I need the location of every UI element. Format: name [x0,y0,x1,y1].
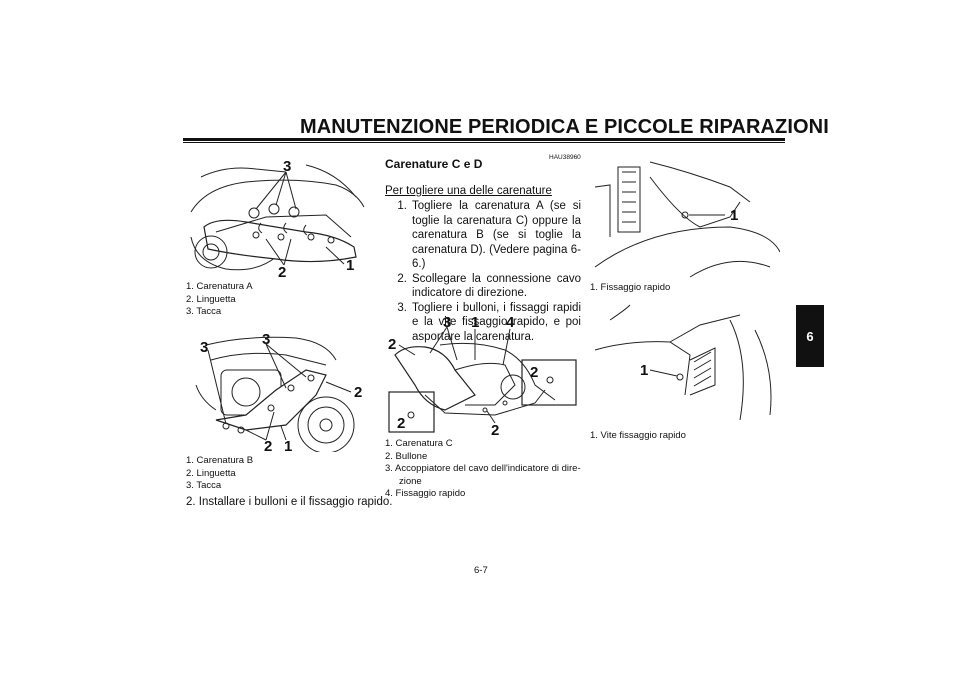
figure-fairing-c: 3 1 4 2 2 2 2 [385,315,580,435]
callout-2: 2 [388,336,396,353]
section-code: HAU38960 [549,154,581,161]
figure-quick-fastener: 1 [590,157,780,279]
legend-item: 3. Tacca [186,480,222,491]
install-step: 2. Installare i bulloni e il fissaggio r… [186,496,393,508]
figure4-legend: 1. Fissaggio rapido [590,282,670,295]
figure-fairing-b: 3 3 2 2 1 [186,330,366,452]
page-title: MANUTENZIONE PERIODICA E PICCOLE RIPARAZ… [300,116,829,138]
step-item: 1. Togliere la carenatura A (se si togli… [397,200,581,270]
callout-1: 1 [346,257,354,274]
callout-2: 2 [397,415,405,432]
callout-3: 3 [283,158,291,175]
figure3-legend: 1. Carenatura C 2. Bullone 3. Accoppiato… [385,438,581,501]
callout-3: 3 [200,339,208,356]
legend-item: 3. Accoppiatore del cavo dell'indicatore… [385,463,581,474]
callout-3: 3 [262,331,270,348]
legend-item: 1. Vite fissaggio rapido [590,430,686,441]
header-rule-thick [183,138,785,141]
callout-4: 4 [506,315,515,331]
section-title: Carenature C e D [385,157,483,171]
callout-2: 2 [530,364,538,381]
legend-item: 2. Bullone [385,450,428,462]
callout-2: 2 [264,438,272,452]
legend-item: 4. Fissaggio rapido [385,488,466,499]
callout-2: 2 [278,264,286,277]
legend-item: 1. Fissaggio rapido [590,282,671,293]
legend-item: 1. Carenatura C [385,438,453,449]
callout-2: 2 [491,422,499,435]
legend-item: 2. Linguetta [186,293,236,305]
callout-1: 1 [284,438,292,452]
figure5-legend: 1. Vite fissaggio rapido [590,430,686,443]
chapter-tab: 6 [796,305,824,367]
callout-2: 2 [354,384,362,401]
legend-item: 1. Carenatura B [186,455,254,466]
removal-steps: 1. Togliere la carenatura A (se si togli… [385,199,581,344]
page-number: 6-7 [474,565,488,576]
legend-item: zione [399,475,422,487]
legend-item: 1. Carenatura A [186,281,253,292]
figure1-legend: 1. Carenatura A 2. Linguetta 3. Tacca [186,281,253,319]
callout-1: 1 [730,207,738,224]
legend-item: 3. Tacca [186,306,222,317]
callout-3: 3 [443,315,451,331]
callout-1: 1 [640,362,648,379]
callout-1: 1 [471,315,479,331]
step-item: 2. Scollegare la connessione cavo indica… [397,272,581,300]
figure2-legend: 1. Carenatura B 2. Linguetta 3. Tacca [186,455,253,493]
figure-quick-fastener-screw: 1 [590,300,780,422]
header-rule-thin [183,142,785,143]
step-item: 3. Togliere i bulloni, i fissaggi rapidi… [397,301,581,343]
figure-fairing-a: 3 2 1 [186,157,366,277]
legend-item: 2. Linguetta [186,467,236,479]
section-subtitle: Per togliere una delle carenature [385,185,552,197]
